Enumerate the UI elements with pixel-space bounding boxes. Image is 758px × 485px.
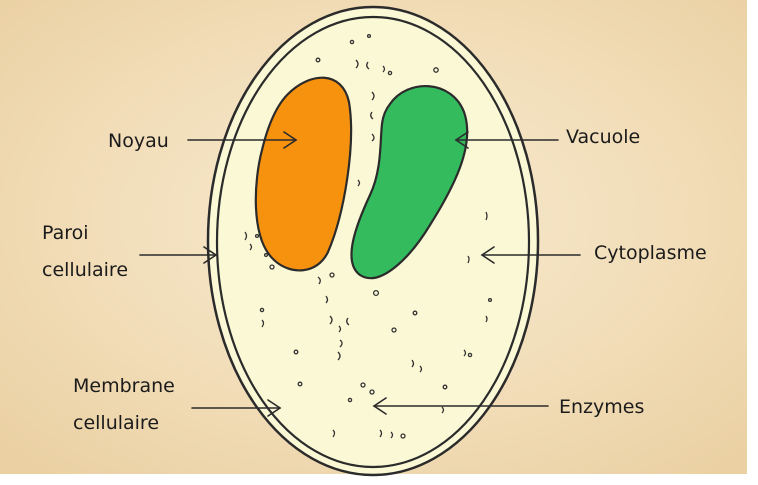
label-membrane-line1: Membrane bbox=[73, 373, 175, 399]
label-noyau: Noyau bbox=[108, 128, 169, 154]
label-paroi-line2: cellulaire bbox=[42, 257, 128, 283]
label-vacuole: Vacuole bbox=[566, 124, 640, 150]
label-enzymes: Enzymes bbox=[559, 394, 644, 420]
label-cytoplasme: Cytoplasme bbox=[594, 240, 707, 266]
label-paroi-line1: Paroi bbox=[42, 220, 89, 246]
label-membrane-line2: cellulaire bbox=[73, 410, 159, 436]
right-white-strip bbox=[747, 0, 758, 485]
